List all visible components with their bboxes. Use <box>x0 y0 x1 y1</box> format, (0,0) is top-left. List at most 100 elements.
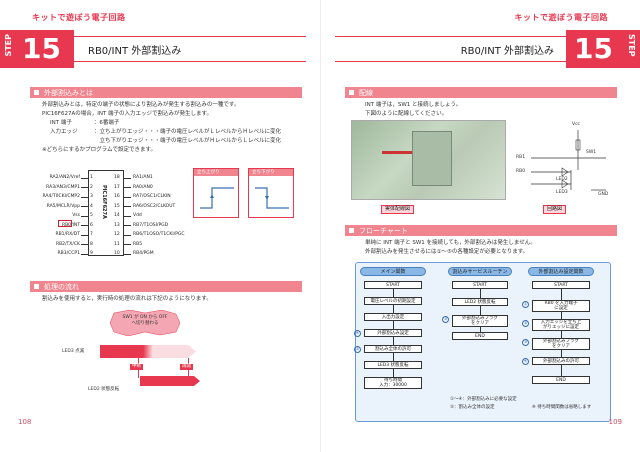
right-page: キットで遊ぼう電子回路 15 STEP RB0/INT 外部割込み 配線 INT… <box>320 0 640 452</box>
chip-body: PIC16F627A <box>88 170 124 256</box>
text-line: 入力エッジ ：立ち上がりエッジ・・・端子の電圧レベルがＬレベルからＨレベルに変化 <box>50 129 282 135</box>
pin-number: 15 <box>114 203 120 209</box>
pin-lead <box>124 177 131 179</box>
pin-number: 9 <box>90 251 93 256</box>
text-line: INT 端子は，SW1 と接続しましょう。 <box>365 102 462 108</box>
schem-label: RB0 <box>516 169 526 174</box>
flow-step: 外部割込みフラグ をクリア <box>532 338 590 350</box>
pin-number: 5 <box>90 213 93 218</box>
flow-connector <box>393 337 394 345</box>
flow-step: LED3 状態反転 <box>364 361 422 369</box>
page-number: 108 <box>18 418 32 426</box>
pin-lead <box>81 206 88 207</box>
text-line: 下図のように配線してください。 <box>365 111 448 117</box>
pin-label: RB4/PGM <box>133 251 154 256</box>
pin-number: 7 <box>90 232 93 237</box>
pin-lead <box>81 187 88 188</box>
flow-step: START <box>532 281 590 289</box>
pin-label: RB2/TX/CK <box>55 241 80 247</box>
pin-number: 12 <box>114 232 120 237</box>
falling-edge-box: 立ち下がり <box>248 168 294 218</box>
pin-number: 1 <box>90 175 93 180</box>
brand-logo: キットで遊ぼう電子回路 <box>514 13 608 22</box>
step-badge: 15 STEP <box>566 30 640 68</box>
schem-label: GND <box>598 192 609 197</box>
return-tag: 再開 <box>180 364 193 370</box>
flow-connector <box>561 312 562 319</box>
pin-lead <box>81 244 88 245</box>
flow-step: 待ち時間 入力：30000 <box>364 377 422 389</box>
text-line: INT 端子 ：6番端子 <box>50 120 120 126</box>
falling-edge-label: 立ち下がり <box>249 169 293 176</box>
section-body-flow: 割込みを使用すると，実行時の処理の流れは下記のようになります。 <box>42 296 212 302</box>
flow-step-marker: ④ <box>522 358 529 365</box>
pin-lead <box>124 234 131 236</box>
rising-edge-waveform <box>200 187 234 209</box>
flow-connector <box>561 350 562 357</box>
flow-step: 外部割込み設定 <box>364 329 422 337</box>
step-label: STEP <box>627 34 636 57</box>
pin-number: 16 <box>114 194 120 199</box>
pin-label: RB6/T1OSO/T1CKI/PGC <box>133 232 185 237</box>
interrupt-tag: 中断 <box>130 364 143 370</box>
flow-step: 外部割込みの許可 <box>532 357 590 365</box>
led3-bar <box>100 345 196 358</box>
text-line: 立ち下がりエッジ・・・端子の電圧レベルがＨレベルからＬレベルに変化 <box>50 138 282 144</box>
flow-connector <box>561 289 562 300</box>
pin-lead <box>124 225 131 226</box>
flow-connector <box>561 365 562 376</box>
flow-step-marker: ⑤ <box>354 346 361 353</box>
text-line: PIC16F627Aの場合，INT 端子の入力エッジで割込みが発生します。 <box>42 111 212 117</box>
flow-step: 入出力設定 <box>364 313 422 321</box>
pin-lead <box>81 253 88 255</box>
page-title: RB0/INT 外部割込み <box>335 36 566 62</box>
section-body-flowchart: 単純に INT 端子と SW1 を接続しても，外部割込みは発生しません。 外部割… <box>365 239 615 257</box>
pin-label: RB5 <box>133 241 143 247</box>
schem-label: RB1 <box>516 155 526 160</box>
flow-note: ⑤：割込み全体の設定 <box>450 405 495 410</box>
pin-lead <box>124 196 131 198</box>
left-page: キットで遊ぼう電子回路 STEP 15 RB0/INT 外部割込み 外部割込みと… <box>0 13 306 426</box>
step-number: 15 <box>574 32 613 65</box>
breadboard <box>412 131 452 186</box>
pin-lead <box>124 187 131 188</box>
text-line: 外部割込みを発生させるには①〜⑤の各種設定が必要となります。 <box>365 249 529 255</box>
schem-label: LED2 <box>556 177 568 182</box>
flow-note: ※ 待ち時間関数は省略します <box>532 405 592 410</box>
pin-label: RA5/MCLR/Vpp <box>46 203 80 209</box>
flow-step: START <box>364 281 422 289</box>
flow-step-marker: ① <box>522 301 529 308</box>
flow-connector <box>393 369 394 377</box>
step-label: STEP <box>4 34 13 57</box>
pin-lead <box>81 177 88 179</box>
falling-edge-waveform <box>255 187 289 209</box>
pin-number: 18 <box>114 175 120 180</box>
led3-label: LED3 点滅 <box>62 349 85 354</box>
flow-step: 電圧レベルの初期設定 <box>364 297 422 305</box>
section-heading-wiring: 配線 <box>345 87 617 98</box>
section-heading-interrupt: 外部割込みとは <box>30 87 302 98</box>
flow-step-marker: ④ <box>354 330 361 337</box>
pin-label: RA1/AN1 <box>133 175 153 180</box>
pin-number: 11 <box>114 241 120 247</box>
photo-caption: 実体配線図 <box>381 205 415 214</box>
pin-label: RB0/INT <box>61 222 80 228</box>
pin-number: 3 <box>90 194 93 199</box>
pin-number: 2 <box>90 184 93 190</box>
pin-number: 6 <box>90 222 93 228</box>
schematic: Vcc SW1 RB1 RB0 GND LED2 LED3 <box>516 120 616 202</box>
section-body-wiring: INT 端子は，SW1 と接続しましょう。 下図のように配線してください。 <box>365 101 615 119</box>
brand-logo: キットで遊ぼう電子回路 <box>32 13 126 22</box>
pin-lead <box>81 234 88 236</box>
pin-label: RA2/AN2/Vref <box>49 175 80 180</box>
flow-connector <box>561 331 562 338</box>
rising-edge-box: 立ち上がり <box>193 168 239 218</box>
led2-bar <box>140 376 200 386</box>
flow-step: END <box>452 332 508 340</box>
pin-label: RA3/AN3/CMP1 <box>46 184 80 190</box>
flow-connector <box>480 289 481 298</box>
flow-connector <box>393 305 394 313</box>
page-title: RB0/INT 外部割込み <box>74 36 306 62</box>
wiring-photo <box>351 120 506 200</box>
